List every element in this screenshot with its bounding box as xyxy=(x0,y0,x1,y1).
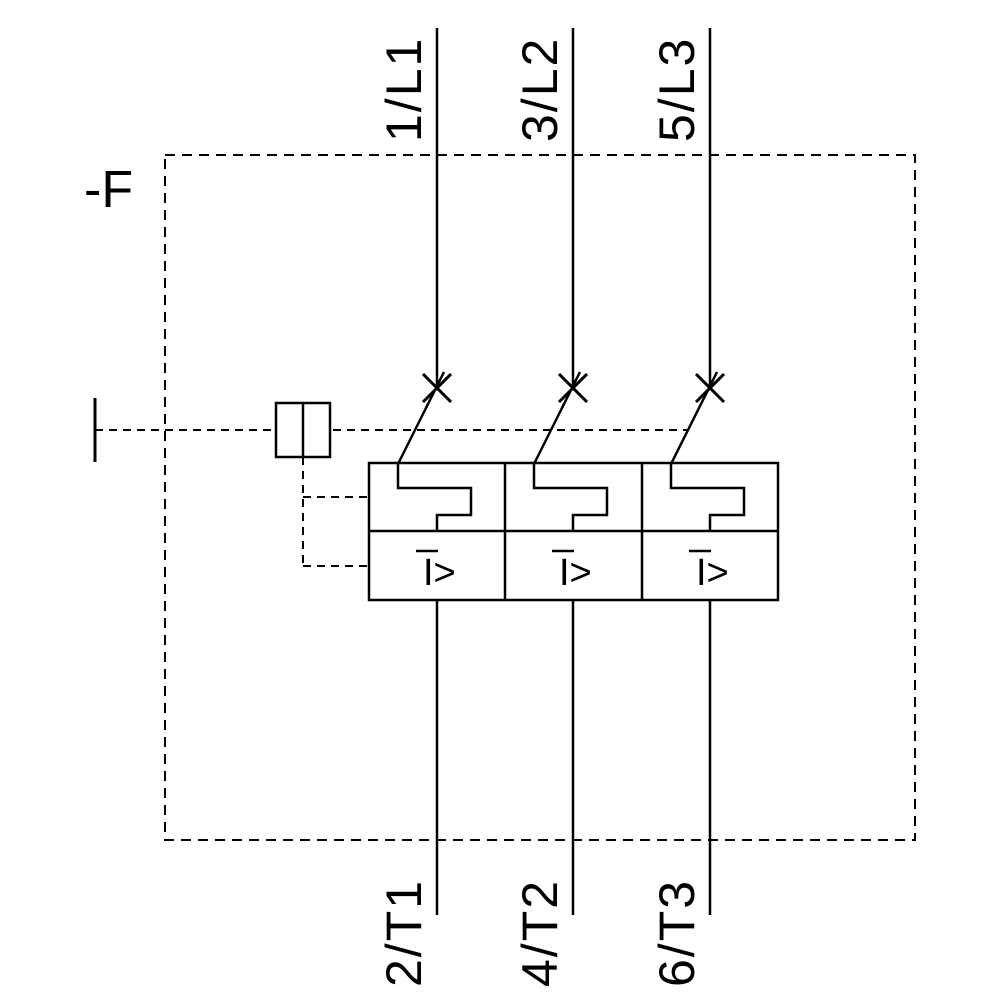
pole-3-overcurrent-label: I> xyxy=(696,552,729,594)
terminal-label-4T2: 4/T2 xyxy=(512,879,568,987)
pole-2: 3/L2 I> 4/T2 xyxy=(512,28,609,987)
pole-2-overcurrent-label: I> xyxy=(559,552,592,594)
terminal-label-5L3: 5/L3 xyxy=(649,37,705,142)
pole-1-thermal-overload-symbol xyxy=(396,463,473,531)
pole-1: 1/L1 I> 2/T1 xyxy=(376,28,473,987)
terminal-label-3L2: 3/L2 xyxy=(512,37,568,142)
operating-mechanism xyxy=(93,398,688,567)
terminal-label-2T1: 2/T1 xyxy=(376,879,432,987)
pole-1-switch-blade xyxy=(396,371,446,465)
pole-3-switch-blade xyxy=(669,371,719,465)
pole-3: 5/L3 I> 6/T3 xyxy=(649,28,746,987)
pole-2-thermal-overload-symbol xyxy=(532,463,609,531)
terminal-label-1L1: 1/L1 xyxy=(376,37,432,142)
enclosure-dashed-border xyxy=(164,154,916,841)
pole-1-overcurrent-label: I> xyxy=(423,552,456,594)
device-designation-label: -F xyxy=(84,161,133,219)
terminal-label-6T3: 6/T3 xyxy=(649,879,705,987)
pole-2-switch-blade xyxy=(532,371,582,465)
pole-3-thermal-overload-symbol xyxy=(669,463,746,531)
